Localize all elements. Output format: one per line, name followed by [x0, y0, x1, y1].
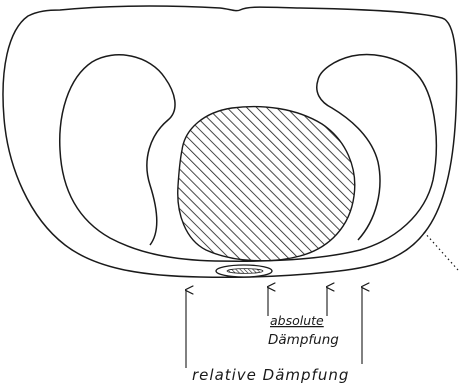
- heart-absolute-dullness-area: [178, 107, 355, 261]
- left-lung-contour: [147, 78, 175, 245]
- sternum-marrow: [227, 269, 263, 274]
- relative-label: relative Dämpfung: [192, 366, 349, 384]
- absolute-label-line1: absolute: [270, 313, 324, 328]
- absolute-label-line2: Dämpfung: [268, 332, 339, 348]
- dotted-pointer-line: [424, 232, 458, 270]
